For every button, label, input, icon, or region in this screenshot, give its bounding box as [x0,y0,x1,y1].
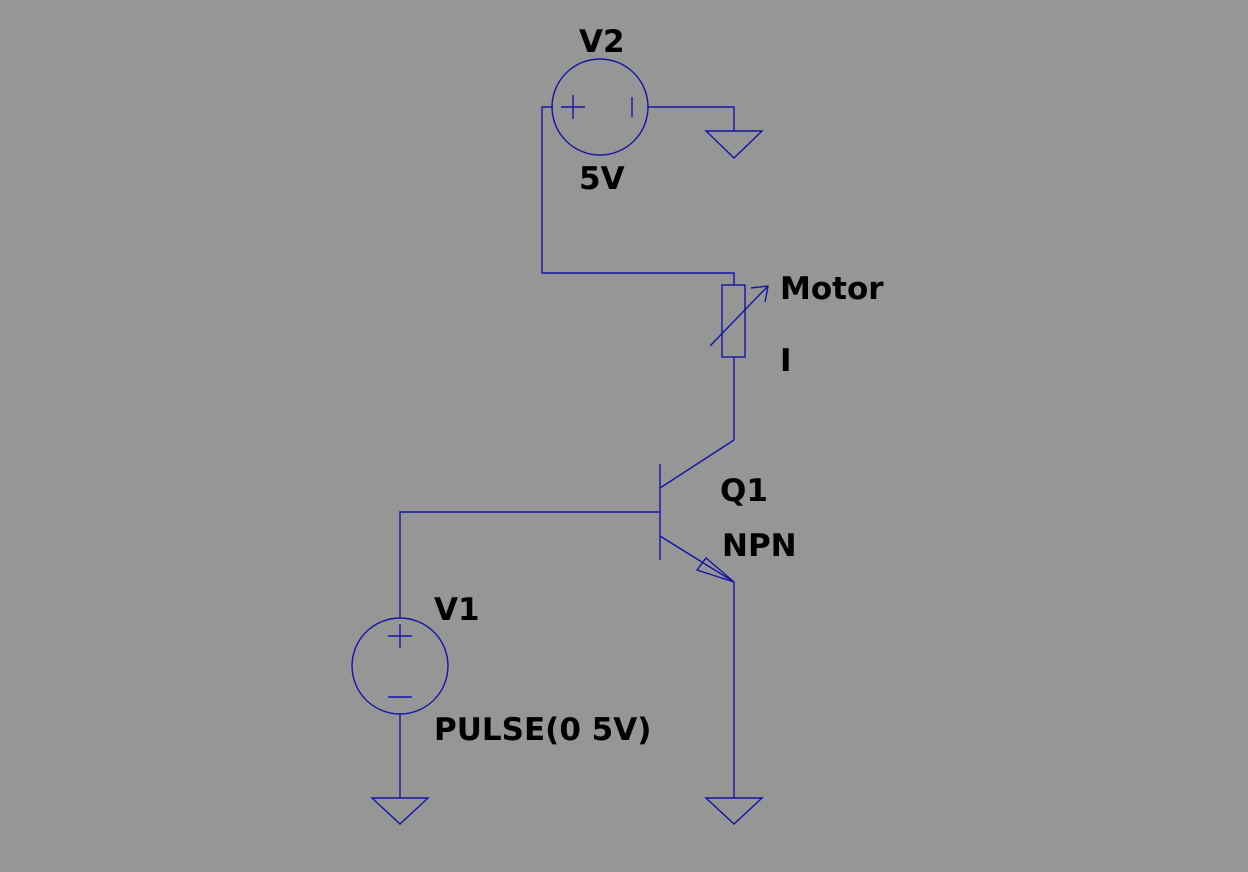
v1-body [351,617,449,715]
wire-v1-plus-to-base[interactable] [399,511,660,618]
v2-name-label[interactable]: V2 [579,24,625,60]
wire-v2-minus-to-ground[interactable] [648,106,735,131]
v2-value-label[interactable]: 5V [579,161,625,197]
motor-variable-resistor[interactable] [709,284,769,358]
motor-value-label[interactable]: I [780,343,792,379]
v2-body [551,58,649,156]
motor-variable-arrow-shaft [709,285,769,347]
v1-value-label[interactable]: PULSE(0 5V) [434,712,651,748]
motor-name-label[interactable]: Motor [780,271,884,307]
motor-variable-arrow-head [750,285,769,303]
q1-emitter-arrow-icon [695,556,735,583]
ground-icon-v1[interactable] [370,797,430,825]
voltage-source-v1[interactable] [351,617,449,715]
motor-body [721,284,746,358]
voltage-source-v2[interactable] [551,58,649,156]
ground-icon-v2[interactable] [704,130,764,159]
wires [399,106,735,798]
wire-v2-plus-to-motor[interactable] [541,106,735,285]
q1-emitter-lead [659,535,735,583]
q1-value-label[interactable]: NPN [722,528,797,564]
q1-name-label[interactable]: Q1 [720,473,768,509]
v1-name-label[interactable]: V1 [434,592,480,628]
q1-collector-lead [659,439,735,489]
ground-icon-emitter[interactable] [704,797,764,825]
transistor-q1[interactable] [659,439,735,583]
